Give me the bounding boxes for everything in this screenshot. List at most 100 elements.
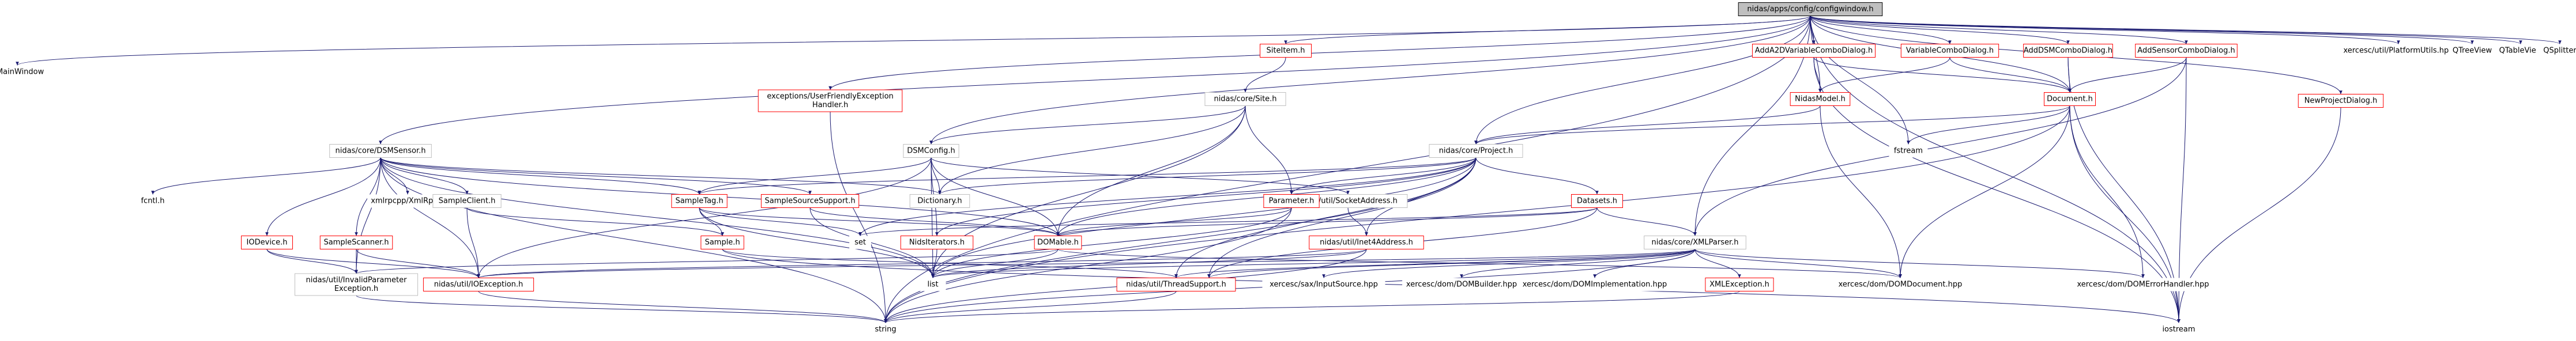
node-box [1705, 278, 1774, 291]
node-label: NewProjectDialog.h [2304, 97, 2378, 105]
edge-dsmsensor-to-ioexception [380, 157, 480, 278]
edge-dsmsensor-to-dictionary [380, 157, 941, 195]
node-box [2044, 92, 2096, 106]
node-dsmconfig[interactable]: DSMConfig.h [903, 144, 959, 158]
node-dsmsensor[interactable]: nidas/core/DSMSensor.h [329, 144, 432, 158]
edge-addsensorcombo-to-iostream [2177, 57, 2187, 323]
node-threadsupport[interactable]: nidas/util/ThreadSupport.h [1116, 278, 1236, 291]
edge-project-to-nidsiterators [935, 157, 1477, 236]
node-domable[interactable]: DOMable.h [1034, 236, 1082, 249]
edge-project-to-list [931, 157, 1477, 278]
edge-root-to-siteitem [1284, 16, 1811, 44]
node-dictionary[interactable]: Dictionary.h [909, 194, 970, 208]
node-domdocument: xercesc/dom/DOMDocument.hpp [1839, 278, 1963, 291]
node-label: NidasModel.h [1795, 95, 1846, 104]
node-label: xercesc/dom/DOMErrorHandler.hpp [2077, 281, 2209, 289]
node-box [2298, 94, 2384, 108]
edge-ioexception-to-string [478, 291, 887, 323]
node-qsplitter: QSplitter [2536, 44, 2576, 58]
edge-project-to-map [1207, 157, 1477, 278]
edge-root-to-adddsmcombo [1810, 16, 2070, 44]
node-box [909, 194, 970, 208]
nodes-layer: nidas/apps/config/configwindow.hQMainWin… [0, 2, 2576, 336]
node-label: nidas/util/InvalidParameter [306, 276, 407, 285]
node-domimpl: xercesc/dom/DOMImplementation.hpp [1520, 278, 1669, 291]
node-set: set [849, 236, 871, 249]
edge-root-to-string [884, 16, 1811, 323]
node-project[interactable]: nidas/core/Project.h [1429, 144, 1523, 158]
node-xmlparser[interactable]: nidas/core/XMLParser.h [1644, 236, 1746, 249]
node-adddsmcombo[interactable]: AddDSMComboDialog.h [2023, 44, 2113, 58]
edge-dsmsensor-to-samplesourcesupport [380, 157, 812, 195]
edge-document-to-string [884, 105, 2070, 323]
edge-site-to-domable [1056, 105, 1246, 236]
node-box [1889, 144, 1928, 158]
node-datasets[interactable]: Datasets.h [1571, 194, 1623, 208]
edge-xmlparser-to-ioexception [477, 249, 1696, 278]
node-label: QMainWindow [0, 68, 44, 77]
node-label: xercesc/dom/DOMDocument.hpp [1839, 281, 1963, 289]
node-label: QTreeView [2453, 47, 2492, 55]
node-box [1034, 236, 1082, 249]
edge-dsmsensor-to-xmlrpcpp [380, 157, 409, 195]
edge-root-to-addsensorcombo [1810, 16, 2188, 44]
node-xmlexception[interactable]: XMLException.h [1705, 278, 1774, 291]
edge-dsmsensor-to-sampleclient [380, 157, 469, 195]
node-label: Document.h [2047, 95, 2093, 104]
node-nidsiterators[interactable]: NidsIterators.h [900, 236, 974, 249]
edge-site-to-parameter [1245, 105, 1293, 195]
node-exceptions_userfriendly[interactable]: exceptions/UserFriendlyExceptionHandler.… [758, 89, 903, 112]
node-qmainwindow: QMainWindow [0, 65, 46, 79]
node-root[interactable]: nidas/apps/config/configwindow.h [1738, 2, 1883, 16]
node-nidasmodel[interactable]: NidasModel.h [1790, 92, 1851, 106]
node-box [294, 273, 419, 296]
node-box [868, 323, 903, 336]
node-iodevice[interactable]: IODevice.h [241, 236, 293, 249]
edge-sampleclient-to-sample [466, 207, 724, 236]
node-label: Handler.h [812, 101, 848, 109]
node-sampletag[interactable]: SampleTag.h [671, 194, 728, 208]
node-newproject[interactable]: NewProjectDialog.h [2298, 94, 2384, 108]
edge-root-to-qsplitter [1810, 16, 2562, 44]
edge-root-to-iostream [1810, 16, 2180, 323]
node-sample[interactable]: Sample.h [701, 236, 744, 249]
edge-variablecombo-to-nidasmodel [1818, 57, 1950, 93]
node-box [1571, 194, 1623, 208]
node-box [133, 194, 172, 208]
edge-dsmconfig-to-sampletag [698, 157, 932, 195]
node-inet4address[interactable]: nidas/util/Inet4Address.h [1309, 236, 1424, 249]
node-box [2023, 44, 2113, 58]
node-label: iostream [2162, 325, 2195, 334]
edge-dsmconfig-to-list [931, 157, 935, 278]
edge-root-to-project [1474, 16, 1811, 145]
node-box [1752, 44, 1876, 58]
node-box [241, 236, 293, 249]
node-label: nidas/util/SocketAddress.h [1298, 197, 1398, 206]
node-site[interactable]: nidas/core/Site.h [1204, 92, 1286, 106]
edge-site-to-dictionary [938, 105, 1246, 195]
edge-document-to-domdocument [1899, 105, 2070, 278]
node-addsensorcombo[interactable]: AddSensorComboDialog.h [2135, 44, 2238, 58]
node-parameter[interactable]: Parameter.h [1263, 194, 1320, 208]
node-box [1429, 144, 1523, 158]
node-sampleclient[interactable]: SampleClient.h [432, 194, 502, 208]
edge-datasets-to-domable [1056, 207, 1598, 236]
node-label: nidas/core/DSMSensor.h [336, 147, 426, 156]
node-samplescanner[interactable]: SampleScanner.h [319, 236, 393, 249]
node-siteitem[interactable]: SiteItem.h [1260, 44, 1312, 58]
edge-root-to-exceptions_userfriendly [828, 16, 1811, 90]
node-ioexception[interactable]: nidas/util/IOException.h [423, 278, 534, 291]
edge-dsmsensor-to-fcntl [151, 157, 381, 195]
node-document[interactable]: Document.h [2044, 92, 2096, 106]
node-label: xercesc/sax/InputSource.hpp [1270, 281, 1378, 289]
edge-nidasmodel-to-domdocument [1820, 105, 1902, 278]
node-variablecombo[interactable]: VariableComboDialog.h [1900, 44, 1999, 58]
node-label: DSMConfig.h [907, 147, 955, 156]
node-box [0, 65, 46, 79]
node-label: QTableView [2499, 47, 2543, 55]
edge-dsmconfig-to-domable [931, 157, 1060, 236]
edge-nidasmodel-to-project [1474, 105, 1821, 145]
node-samplesourcesupport[interactable]: SampleSourceSupport.h [760, 194, 860, 208]
node-a2dvariablecombo[interactable]: AddA2DVariableComboDialog.h [1752, 44, 1876, 58]
